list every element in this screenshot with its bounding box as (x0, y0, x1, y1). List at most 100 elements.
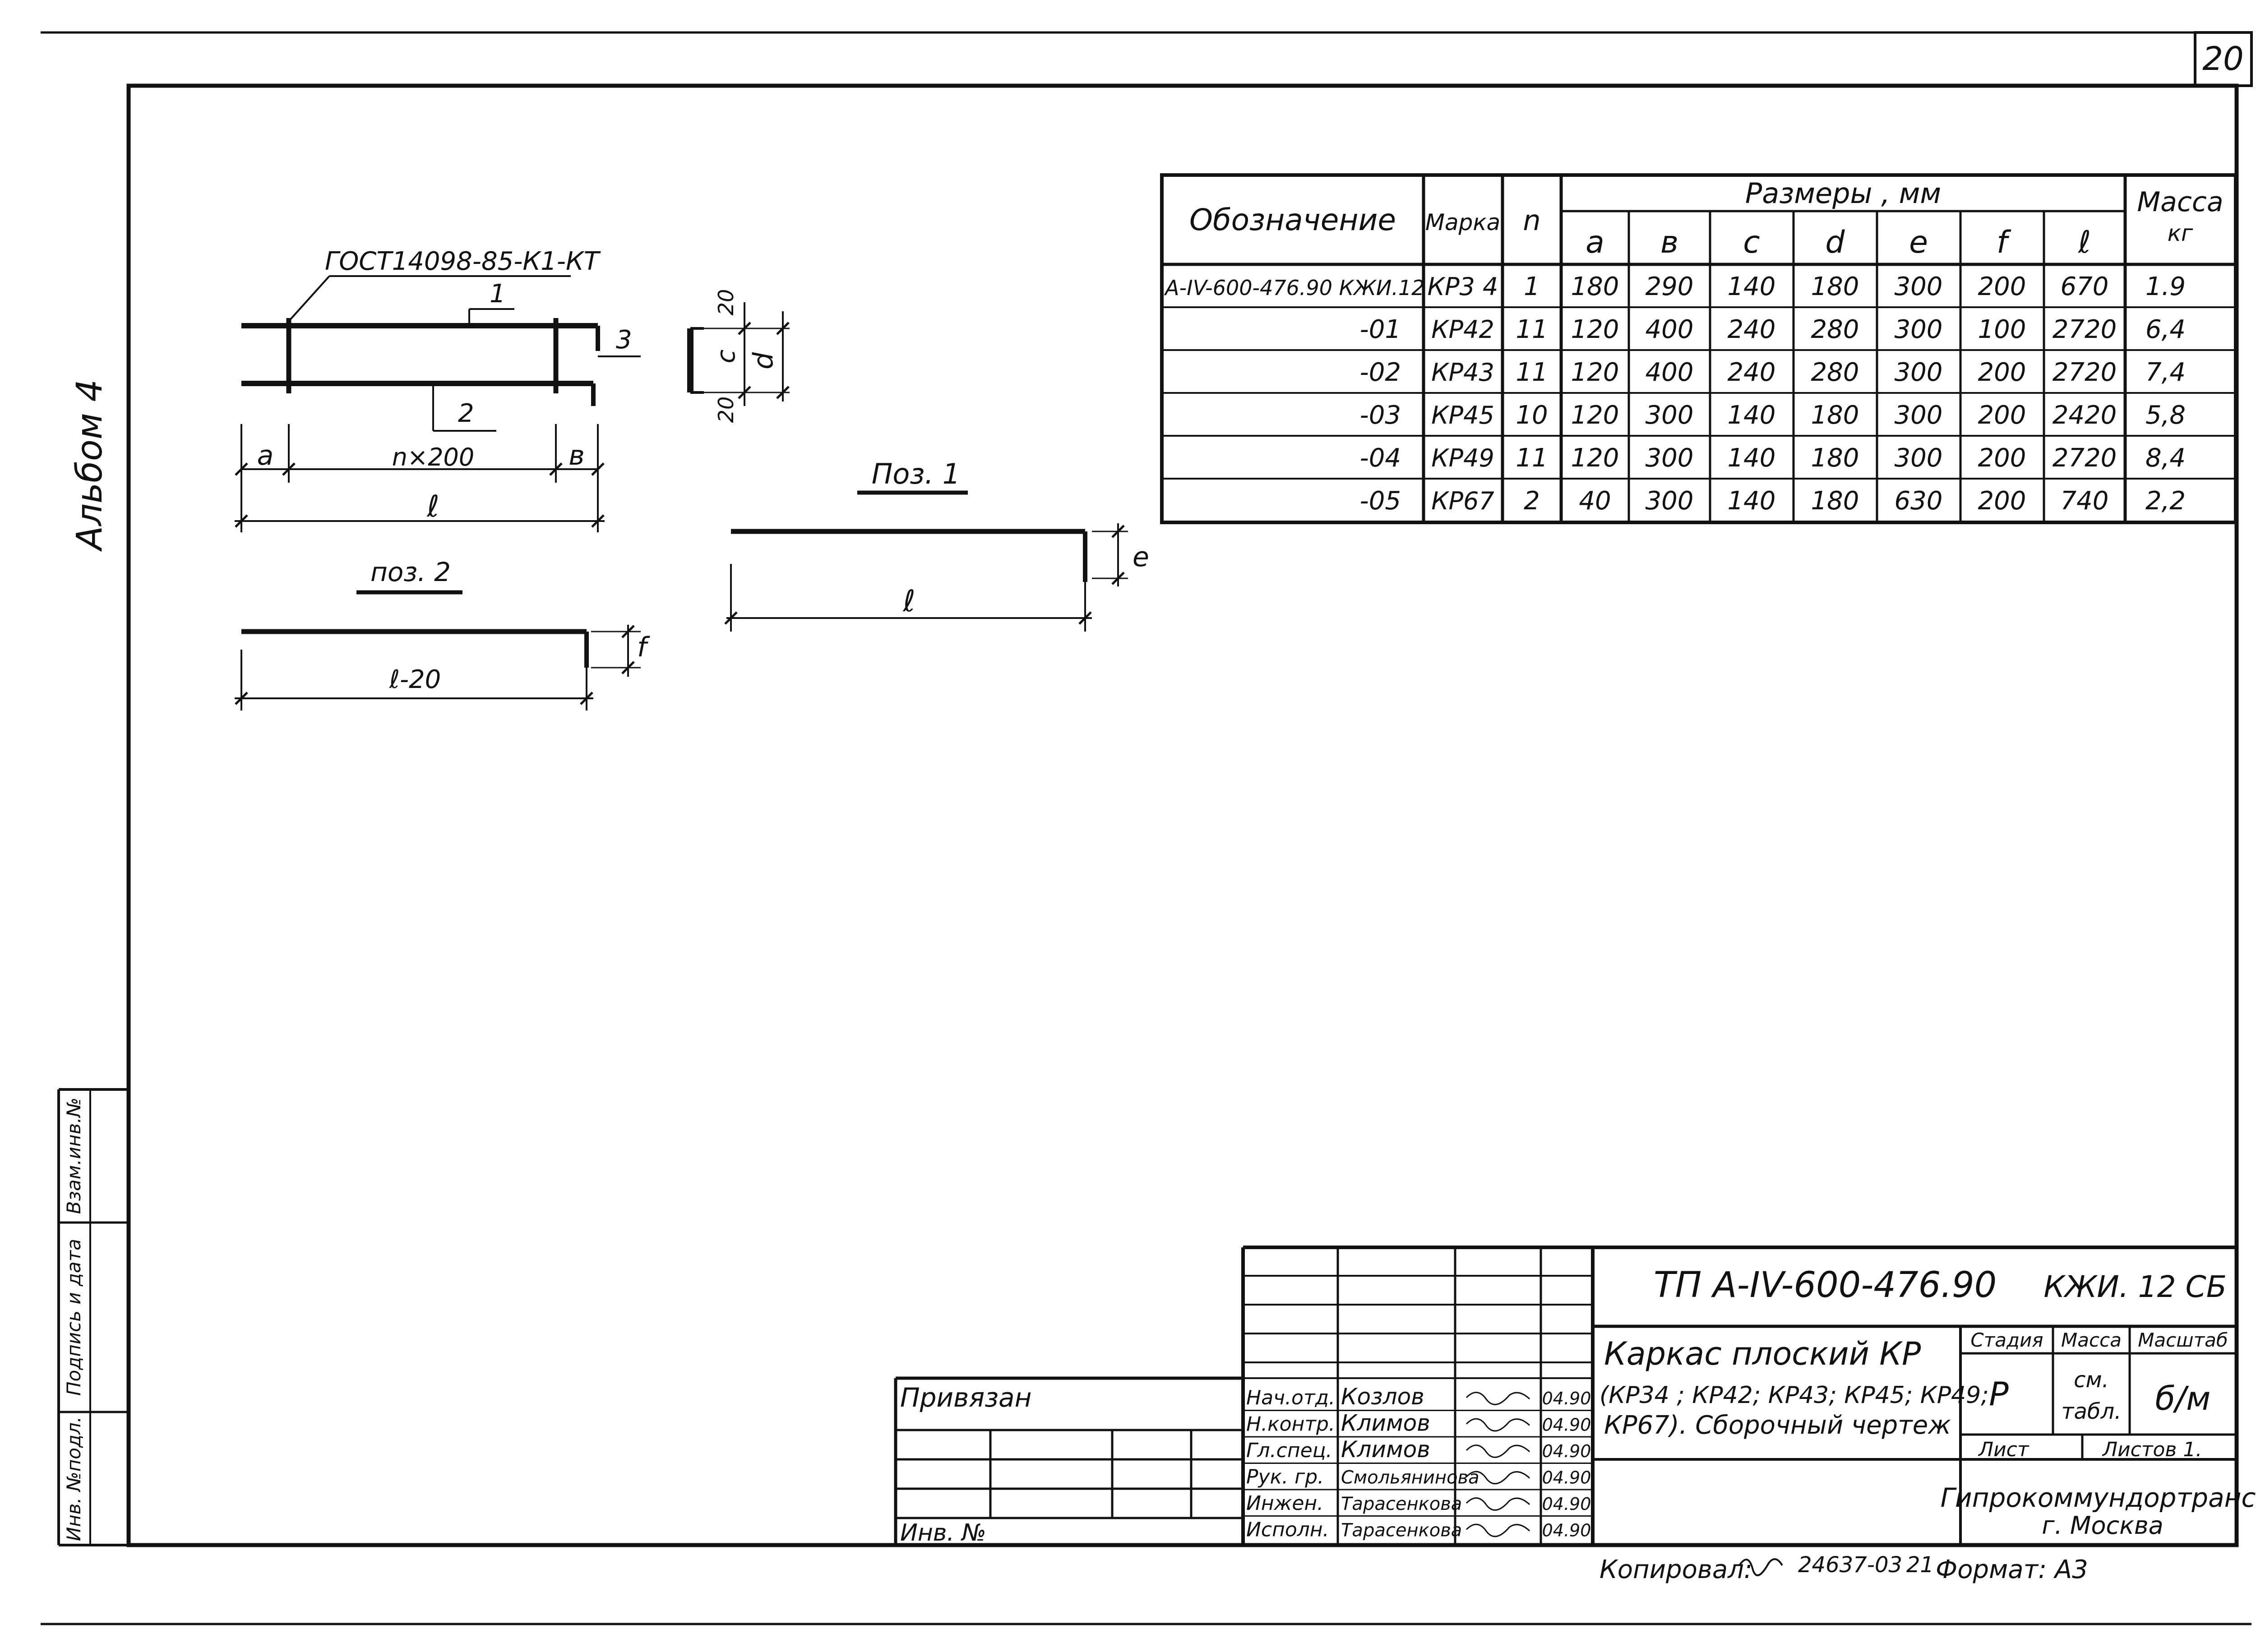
row-size-d: 280 (1811, 358, 1859, 387)
row-n: 1 (1524, 272, 1540, 301)
dim-l: ℓ (426, 489, 439, 524)
sheet-label: Лист (1978, 1438, 2029, 1461)
row-size-e: 300 (1895, 272, 1943, 301)
row-size-c: 140 (1728, 486, 1776, 516)
row-mark: КР67 (1431, 487, 1494, 515)
sheets-label: Листов 1. (2102, 1438, 2202, 1461)
person-date: 04.90 (1542, 1415, 1591, 1435)
row-size-c: 240 (1728, 315, 1776, 344)
person-signature (1465, 1392, 1530, 1405)
row-size-a: 120 (1571, 443, 1619, 473)
row-size-b: 400 (1646, 315, 1694, 344)
row-designation: -02 (1360, 358, 1401, 387)
mass-header: Масса (2061, 1329, 2122, 1351)
person-name: Смольянинова (1341, 1467, 1479, 1488)
spec-table-border (1160, 173, 2238, 524)
left-margin-stamps: Взам.инв.№ Подпись и дата Инв. №подл. (57, 1088, 129, 1546)
row-n: 11 (1516, 358, 1548, 387)
row-size-b: 290 (1646, 272, 1694, 301)
row-mass: 6,4 (2145, 315, 2186, 344)
person-role: Исполн. (1246, 1518, 1329, 1541)
person-role: Рук. гр. (1246, 1466, 1324, 1489)
size-header-6: f (1997, 225, 2011, 260)
row-size-f: 200 (1978, 272, 2026, 301)
gost-label: ГОСТ14098-85-К1-КТ (325, 247, 601, 276)
poz2-detail: поз. 2 ℓ-20 f (235, 557, 650, 711)
size-header-4: d (1825, 225, 1845, 260)
row-size-c: 240 (1728, 358, 1776, 387)
row-n: 11 (1516, 315, 1548, 344)
row-size-a: 120 (1571, 315, 1619, 344)
format-label: Формат: А3 (1936, 1555, 2088, 1584)
scale-value: б/м (2155, 1380, 2211, 1417)
row-mark: КР43 (1431, 358, 1494, 387)
row-size-a: 40 (1579, 486, 1611, 516)
header-sizes: Размеры , мм (1745, 177, 1941, 210)
row-size-b: 300 (1646, 401, 1694, 430)
row-size-f: 200 (1978, 443, 2026, 473)
gost-leader (288, 275, 330, 322)
org-line-2: г. Москва (2042, 1511, 2164, 1540)
row-mark: КР45 (1431, 401, 1494, 429)
row-designation: -05 (1360, 486, 1401, 516)
title-name-2: (КР34 ; КР42; КР43; КР45; КР49; (1600, 1382, 1989, 1409)
row-size-l: 740 (2061, 486, 2109, 516)
person-name: Козлов (1341, 1384, 1424, 1410)
poz2-dim-l: ℓ-20 (389, 665, 441, 694)
person-name: Тарасенкова (1341, 1520, 1462, 1541)
person-date: 04.90 (1542, 1441, 1591, 1461)
row-designation: А-IV-600-476.90 КЖИ.12 (1164, 276, 1424, 300)
person-signature (1465, 1497, 1530, 1511)
row-size-d: 180 (1811, 272, 1859, 301)
row-mark: КР42 (1431, 315, 1494, 344)
person-date: 04.90 (1542, 1521, 1591, 1541)
person-role: Инжен. (1246, 1492, 1323, 1515)
poz2-title: поз. 2 (370, 557, 451, 587)
inv-label: Инв. № (900, 1519, 986, 1546)
person-role: Нач.отд. (1246, 1386, 1335, 1409)
row-mark: КР49 (1431, 444, 1494, 472)
footer: Копировал: 24637-03 21 Формат: А3 (1600, 1552, 2088, 1584)
copy-number-2: 21 (1906, 1552, 1934, 1578)
poz1-title: Поз. 1 (872, 457, 960, 490)
stage-value: Р (1989, 1375, 2009, 1413)
album-label: Альбом 4 (69, 379, 110, 552)
title-name-3: КР67). Сборочный чертеж (1604, 1411, 1951, 1440)
main-frame (126, 83, 2239, 1547)
dim-a: a (257, 440, 274, 471)
row-designation: -04 (1360, 443, 1401, 473)
row-size-b: 400 (1646, 358, 1694, 387)
row-designation: -03 (1360, 401, 1401, 430)
poz2-dim-f: f (637, 632, 650, 663)
row-size-e: 300 (1895, 315, 1943, 344)
person-signature (1465, 1471, 1530, 1485)
section-20-top: 20 (714, 289, 738, 316)
person-role: Н.контр. (1246, 1413, 1335, 1436)
row-size-c: 140 (1728, 272, 1776, 301)
mass-value-1: см. (2074, 1367, 2109, 1393)
row-size-c: 140 (1728, 401, 1776, 430)
stage-header: Стадия (1970, 1329, 2043, 1351)
copier-signature (1738, 1558, 1783, 1576)
title-name-1: Каркас плоский КР (1604, 1335, 1921, 1372)
row-size-l: 2720 (2053, 443, 2117, 473)
section-20-bottom: 20 (714, 397, 738, 423)
row-size-f: 200 (1978, 401, 2026, 430)
row-mass: 5,8 (2145, 401, 2186, 430)
row-size-d: 180 (1811, 401, 1859, 430)
row-size-b: 300 (1646, 486, 1694, 516)
callout-1: 1 (490, 279, 506, 309)
dim-n-200: n×200 (392, 443, 475, 471)
person-name: Тарасенкова (1341, 1494, 1462, 1514)
row-mass: 7,4 (2145, 358, 2186, 387)
sheet-number: 20 (2202, 40, 2244, 78)
copied-label: Копировал: (1600, 1555, 1752, 1584)
row-size-a: 180 (1571, 272, 1619, 301)
